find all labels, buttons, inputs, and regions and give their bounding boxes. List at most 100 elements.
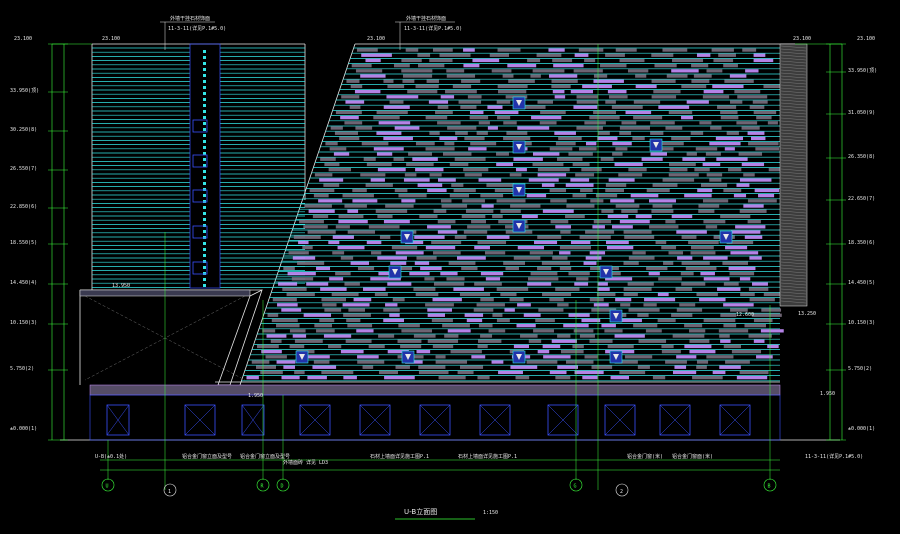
right-wall-hatch-line (780, 48, 807, 52)
stone-panel (464, 136, 485, 141)
core-shaft-dot (203, 62, 206, 65)
stone-panel (389, 100, 404, 104)
stone-panel (376, 110, 408, 115)
stone-panel (681, 116, 693, 120)
stone-panel (627, 282, 654, 286)
stone-panel (709, 178, 722, 182)
stone-panel (419, 214, 438, 219)
stone-panel (467, 95, 482, 99)
stone-panel (491, 360, 504, 364)
stone-panel (690, 246, 714, 250)
stone-panel (324, 162, 340, 167)
stone-panel (378, 272, 394, 276)
stone-panel (497, 48, 521, 52)
stone-panel (350, 84, 363, 89)
core-shaft-dot (203, 170, 206, 173)
stone-panel (427, 313, 445, 317)
stone-panel (719, 365, 741, 369)
stone-panel (270, 339, 282, 343)
stone-panel (591, 308, 617, 312)
right-level-3: 26.350(8) (848, 154, 875, 160)
right-wall-hatch-line (780, 246, 807, 250)
drawing-scale: 1:150 (483, 510, 498, 516)
stone-panel (394, 126, 420, 130)
stone-panel (303, 355, 330, 359)
stone-panel (570, 90, 594, 94)
stone-panel (425, 147, 455, 151)
stone-panel (291, 277, 314, 281)
stone-panel (615, 298, 632, 302)
stone-panel (700, 272, 715, 276)
right-wall-hatch-line (780, 300, 807, 304)
stone-panel (377, 256, 407, 260)
stone-panel (393, 64, 410, 68)
ground-door-diagonal (604, 404, 636, 436)
stone-panel (633, 324, 658, 328)
stone-panel (703, 220, 726, 224)
stone-panel (548, 74, 578, 78)
stone-panel (570, 240, 591, 245)
stone-panel (685, 266, 717, 271)
stone-panel (378, 121, 411, 125)
stone-panel (414, 235, 445, 239)
stone-panel (435, 360, 468, 364)
stone-panel (335, 225, 350, 229)
right-wall-hatch-line (780, 201, 807, 205)
right-wall-hatch-line (780, 51, 807, 55)
stone-panel (748, 287, 769, 291)
stone-panel (481, 204, 494, 208)
right-wall-hatch-line (780, 141, 807, 145)
stone-panel (366, 240, 382, 245)
stone-panel (726, 131, 739, 135)
right-wall-hatch-line (780, 240, 807, 244)
stone-panel (314, 173, 333, 177)
right-wall-hatch-line (780, 84, 807, 88)
stone-panel (400, 344, 422, 349)
stone-panel (745, 69, 759, 73)
stone-panel (281, 308, 302, 312)
stone-panel (668, 110, 693, 115)
stone-panel (463, 64, 480, 68)
stone-panel (702, 95, 730, 99)
ground-door-frame (184, 404, 216, 436)
stone-panel (289, 329, 306, 333)
stone-panel (671, 69, 699, 73)
stone-panel (573, 105, 598, 109)
stone-panel (658, 105, 690, 109)
stone-panel (426, 79, 439, 83)
stone-panel (425, 303, 454, 307)
stone-panel (402, 74, 433, 78)
stone-panel (352, 199, 378, 203)
stone-panel (539, 121, 557, 125)
stone-panel (753, 318, 773, 323)
stone-panel (712, 370, 726, 375)
stone-panel (623, 261, 639, 265)
left-level-6: 14.450(4) (10, 280, 37, 286)
stone-panel (753, 58, 774, 63)
stone-panel (749, 298, 775, 302)
stone-panel (532, 69, 565, 73)
core-shaft-dot (203, 80, 206, 83)
stone-panel (638, 339, 667, 343)
stone-panel (623, 287, 652, 291)
stone-panel (424, 277, 435, 281)
stone-panel (281, 376, 300, 380)
stone-panel (730, 308, 748, 312)
stone-panel (724, 147, 735, 151)
drawing-title: U-B立面图 (404, 507, 437, 516)
stone-panel (619, 220, 650, 224)
right-wall-hatch-line (780, 237, 807, 241)
core-shaft-dot (203, 104, 206, 107)
stone-panel (706, 173, 723, 177)
stone-panel (517, 303, 531, 307)
stone-panel (513, 157, 543, 161)
right-wall-hatch-line (780, 54, 807, 58)
stone-panel (383, 318, 405, 323)
stone-panel (346, 318, 361, 323)
right-level-5: 18.350(6) (848, 240, 875, 246)
stone-panel (753, 53, 766, 57)
stone-panel (440, 95, 455, 99)
bottom-callout-5: 石材上墙面详见施工图P.1 (370, 453, 429, 460)
stone-panel (760, 329, 784, 333)
